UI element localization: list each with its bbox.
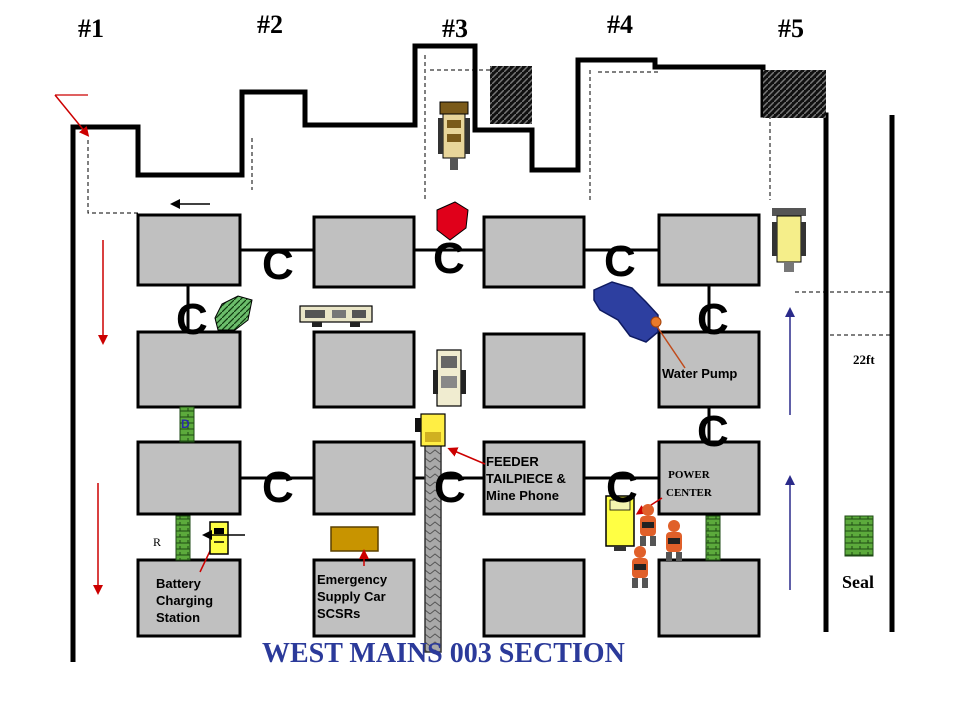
pillar — [312, 215, 416, 289]
pillar — [482, 215, 586, 289]
crosscut-mark: C — [604, 237, 636, 286]
miner-icon — [640, 504, 656, 546]
crosscut-lines — [186, 248, 711, 480]
ventilation-lines — [87, 55, 893, 336]
pillar — [136, 330, 242, 409]
scoop-icon — [433, 349, 466, 407]
miner-icon — [666, 520, 682, 562]
face-block-5 — [763, 70, 826, 118]
entry-label-3: #3 — [442, 14, 468, 43]
pillar — [482, 440, 586, 516]
feeder-tailpiece-label: FEEDER TAILPIECE & Mine Phone — [486, 454, 566, 503]
pillar — [136, 440, 242, 516]
miner-icon — [632, 546, 648, 588]
mine-wall-outline — [70, 43, 829, 662]
section-title: WEST MAINS 003 SECTION — [262, 638, 625, 669]
door-marker: D — [181, 417, 190, 431]
crosscut-mark: C — [262, 240, 294, 289]
stopping — [705, 515, 721, 561]
pillar — [482, 332, 586, 409]
red-patch — [436, 201, 469, 241]
crosscut-mark: C — [606, 463, 638, 512]
stopping — [175, 515, 191, 561]
emergency-supply-car — [330, 526, 379, 552]
pillar — [657, 213, 761, 287]
crosscut-mark: C — [433, 234, 465, 283]
shuttle-car-icon — [299, 305, 373, 327]
battery-charger-icon — [209, 521, 229, 555]
airflow-arrow-red — [54, 94, 90, 137]
pillar — [312, 558, 416, 638]
seal-stopping — [844, 515, 874, 557]
water-pump-pointer — [655, 324, 686, 369]
crosscut-mark: C — [697, 295, 729, 344]
crosscut-mark: C — [434, 463, 466, 512]
pillar — [136, 213, 242, 287]
emergency-car-label: Emergency Supply Car SCSRs — [317, 572, 388, 621]
power-center-label: POWER CENTER — [666, 469, 712, 499]
entry-label-2: #2 — [257, 10, 283, 39]
distance-label: 22ft — [853, 352, 875, 367]
pillar — [657, 440, 761, 516]
pillar — [136, 558, 242, 638]
continuous-miner-icon — [438, 101, 470, 170]
water-pool — [593, 281, 659, 343]
refuge-marker: R — [153, 535, 162, 549]
crosscut-mark: C — [262, 463, 294, 512]
pillar — [312, 330, 416, 409]
roof-bolter-icon — [772, 208, 806, 272]
water-pump-label: Water Pump — [662, 366, 738, 381]
crosscut-mark: C — [697, 407, 729, 456]
stopping — [179, 406, 195, 443]
crosscut-mark: C — [176, 295, 208, 344]
battery-station-label: Battery Charging Station — [156, 576, 214, 625]
entry-label-1: #1 — [78, 14, 104, 43]
pillar — [657, 558, 761, 638]
face-block-3 — [490, 66, 532, 124]
feeder-icon — [415, 413, 446, 447]
pillar — [657, 330, 761, 409]
pillar — [312, 440, 416, 516]
water-pump-icon — [650, 316, 662, 328]
seal-label: Seal — [842, 572, 875, 592]
pillar — [482, 558, 586, 638]
feeder-pointer — [447, 447, 486, 465]
entry-label-5: #5 — [778, 14, 804, 43]
power-center-unit-icon — [605, 495, 635, 551]
entry-label-4: #4 — [607, 10, 633, 39]
pillars — [136, 213, 761, 638]
green-patch — [214, 295, 253, 331]
